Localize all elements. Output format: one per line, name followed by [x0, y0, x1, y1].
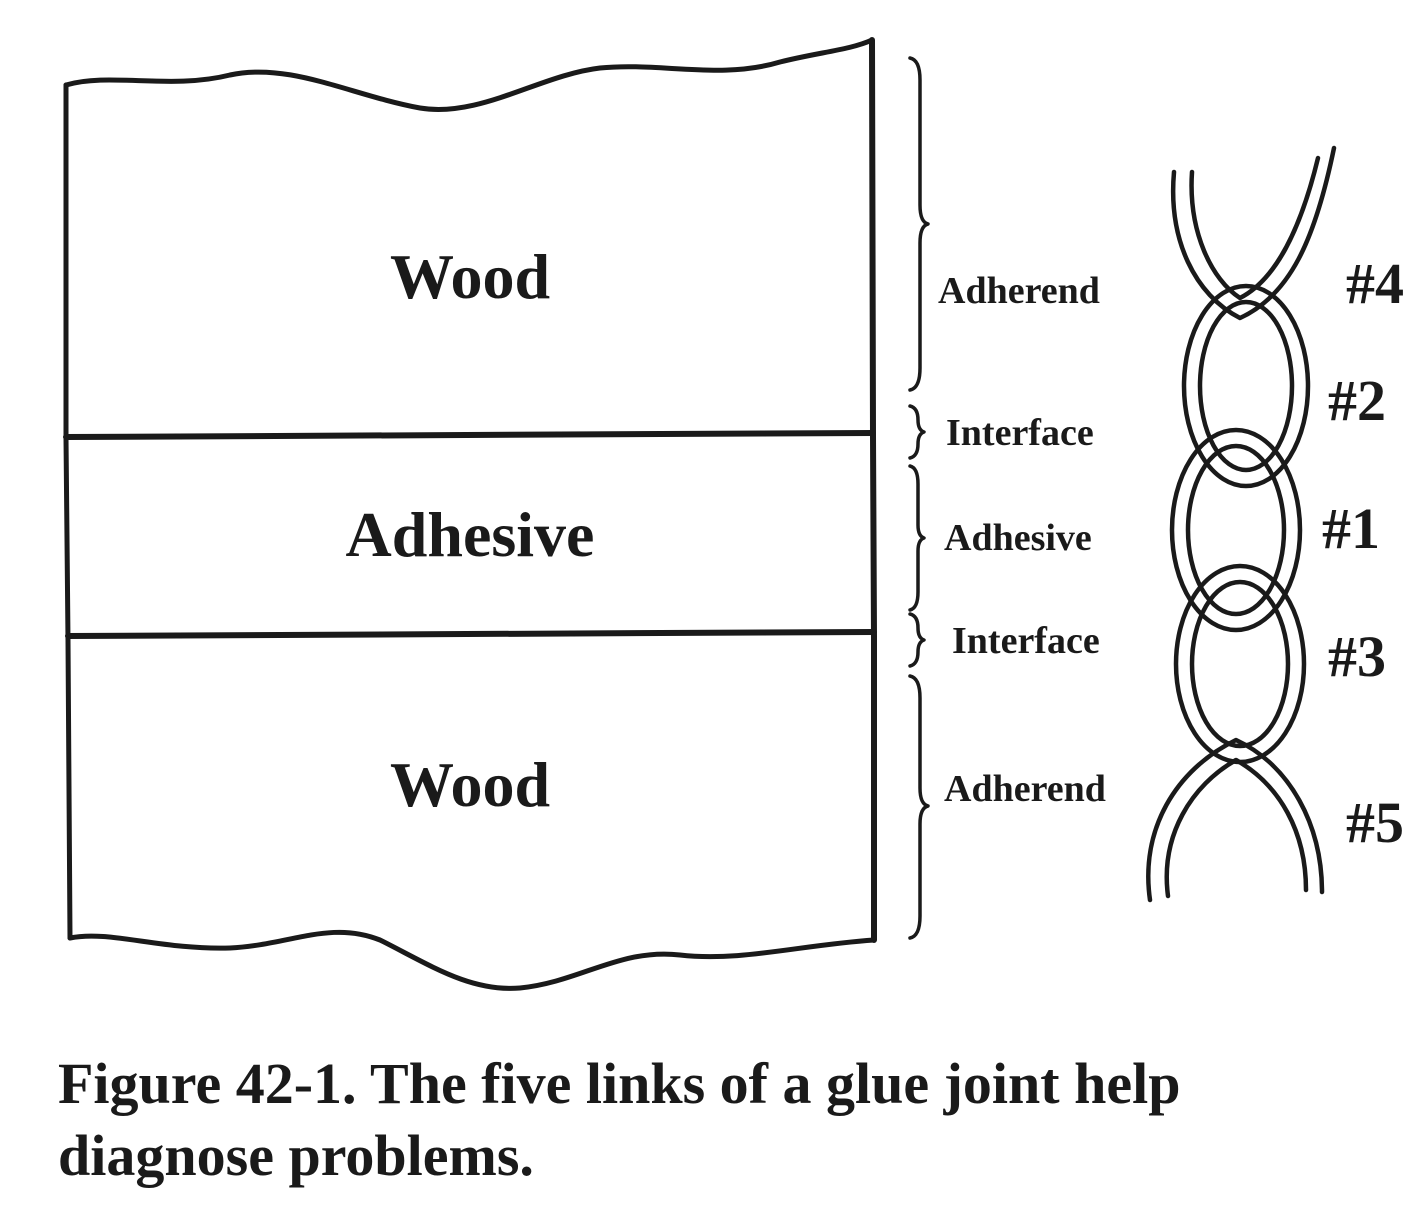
link-label-2: #2	[1328, 368, 1386, 433]
chain-link-3	[1173, 563, 1307, 765]
brace-adherend-top	[908, 56, 930, 392]
chain	[1146, 145, 1337, 903]
zone-label-adherend-bottom: Adherend	[944, 768, 1106, 810]
block-left-edge	[63, 82, 73, 941]
block-right-edge	[869, 37, 877, 943]
zone-label-adherend-top: Adherend	[938, 270, 1100, 312]
zone-label-interface-top: Interface	[946, 412, 1094, 454]
interface-line-upper	[63, 430, 876, 440]
brace-adherend-bottom	[908, 674, 930, 940]
layer-label-wood-bottom: Wood	[390, 749, 550, 820]
link-label-4: #4	[1346, 251, 1404, 316]
zone-label-adhesive: Adhesive	[944, 517, 1092, 559]
zone-label-interface-bottom: Interface	[952, 620, 1100, 662]
zone-labels: Adherend Interface Adhesive Interface Ad…	[938, 270, 1106, 810]
interface-line-lower	[65, 629, 877, 639]
layer-block: Wood Adhesive Wood	[63, 37, 877, 991]
block-top-edge	[63, 37, 875, 112]
chain-link-top-open	[1170, 145, 1337, 321]
caption-line-1: Figure 42-1. The five links of a glue jo…	[58, 1051, 1181, 1116]
brace-adhesive	[908, 464, 926, 612]
block-bottom-edge	[67, 929, 877, 991]
brace-interface-bottom	[908, 612, 926, 668]
zone-braces	[908, 56, 930, 940]
link-label-5: #5	[1346, 790, 1404, 855]
layer-label-wood-top: Wood	[390, 241, 550, 312]
figure-caption: Figure 42-1. The five links of a glue jo…	[58, 1048, 1398, 1192]
link-label-1: #1	[1322, 496, 1380, 561]
layer-label-adhesive: Adhesive	[346, 499, 595, 570]
chain-link-1	[1169, 427, 1303, 633]
chain-link-bottom-open	[1146, 737, 1325, 903]
brace-interface-top	[908, 404, 926, 460]
link-label-3: #3	[1328, 624, 1386, 689]
chain-link-2	[1181, 283, 1311, 489]
caption-line-2: diagnose problems.	[58, 1123, 534, 1188]
link-labels: #4 #2 #1 #3 #5	[1322, 251, 1404, 855]
